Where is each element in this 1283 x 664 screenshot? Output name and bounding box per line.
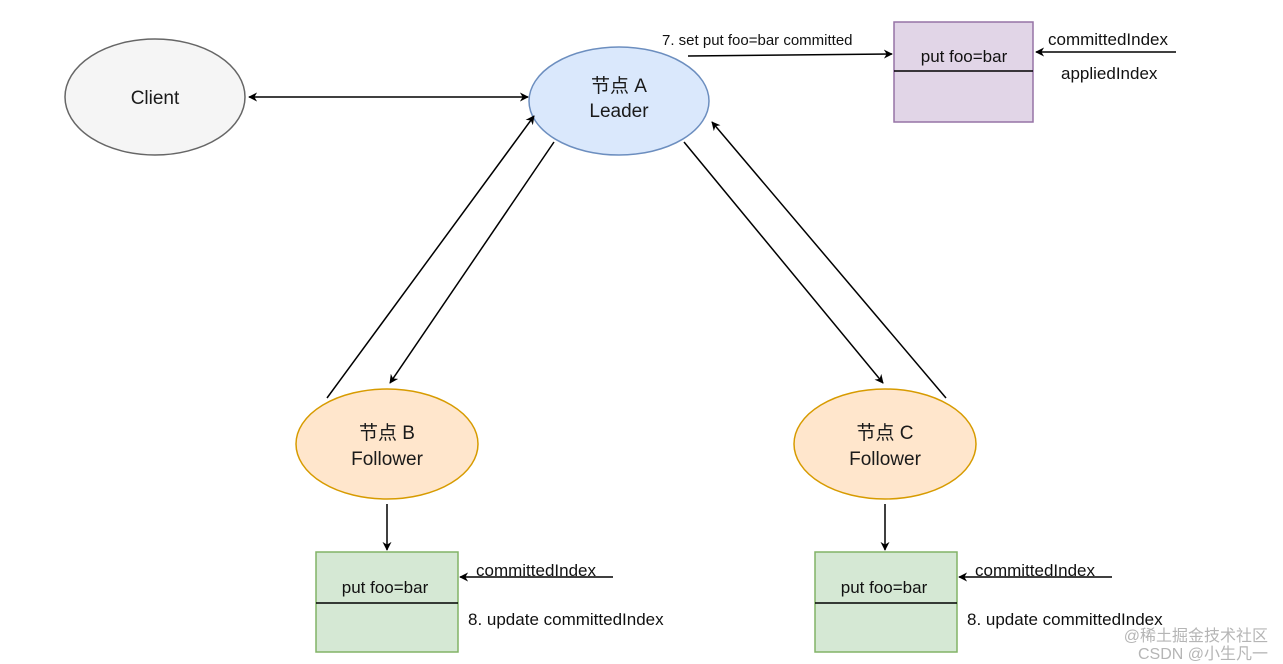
follower-b-log-box: put foo=bar xyxy=(315,551,459,653)
follower-c-log-box: put foo=bar xyxy=(814,551,958,653)
follower-b-role: Follower xyxy=(351,449,423,470)
leader-to-c-edge xyxy=(683,141,884,384)
client-label: Client xyxy=(131,88,180,109)
leader-commit-edge xyxy=(687,49,893,59)
follower-b-title: 节点 B xyxy=(359,422,415,444)
follower-c-role: Follower xyxy=(849,449,921,470)
b-committed-index-label: committedIndex xyxy=(476,561,596,580)
follower-b-node: 节点 B Follower xyxy=(295,388,479,500)
client-node: Client xyxy=(64,38,246,156)
leader-applied-index-label: appliedIndex xyxy=(1061,64,1158,83)
follower-b-log-entry: put foo=bar xyxy=(342,578,429,597)
leader-log-entry: put foo=bar xyxy=(921,47,1008,66)
leader-title: 节点 A xyxy=(591,75,647,97)
leader-to-b-edge xyxy=(389,141,555,384)
leader-node: 节点 A Leader xyxy=(528,46,710,156)
leader-role: Leader xyxy=(589,101,649,122)
follower-c-node: 节点 C Follower xyxy=(793,388,977,500)
c-update-step-label: 8. update committedIndex xyxy=(967,610,1163,629)
watermark-line-2: CSDN @小生凡一 xyxy=(1138,645,1268,663)
c-to-leader-edge xyxy=(711,121,947,399)
c-committed-index-label: committedIndex xyxy=(975,561,1095,580)
leader-log-box: put foo=bar xyxy=(893,21,1034,123)
follower-c-title: 节点 C xyxy=(856,422,913,444)
b-to-leader-edge xyxy=(326,115,535,399)
leader-committed-index-label: committedIndex xyxy=(1048,30,1168,49)
follower-c-log-entry: put foo=bar xyxy=(841,578,928,597)
leader-commit-step-label: 7. set put foo=bar committed xyxy=(662,32,853,49)
watermark-line-1: @稀土掘金技术社区 xyxy=(1124,627,1268,645)
b-update-step-label: 8. update committedIndex xyxy=(468,610,664,629)
commit-label-bg xyxy=(660,29,892,49)
